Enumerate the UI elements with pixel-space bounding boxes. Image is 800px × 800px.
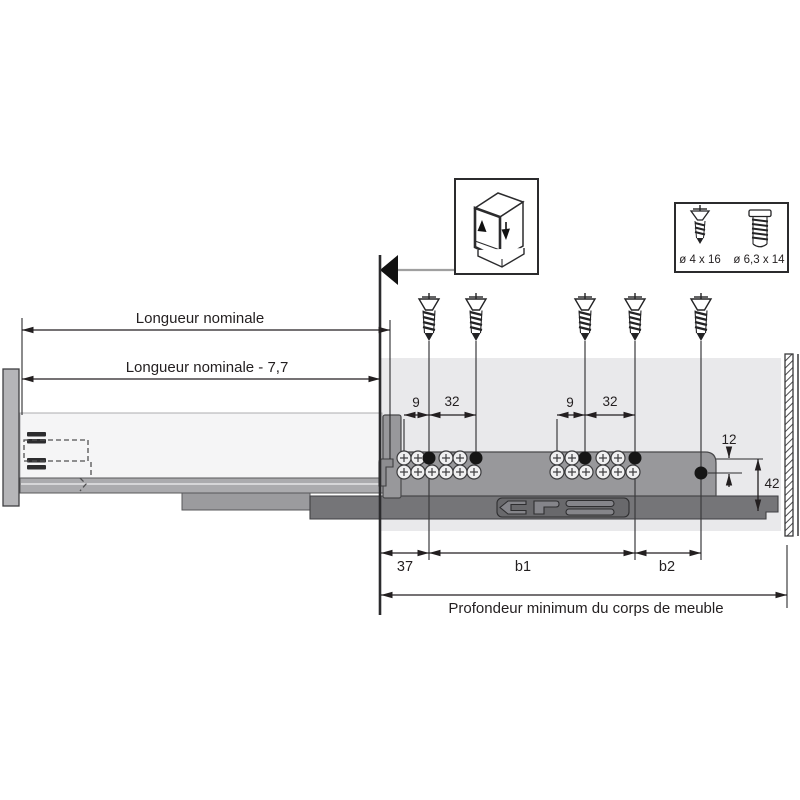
screw-legend-box: ø 4 x 16 ø 6,3 x 14 — [674, 202, 789, 273]
cross-hole-icon — [466, 464, 482, 480]
middle-slide-member — [181, 492, 311, 511]
cross-hole-icon — [549, 464, 565, 480]
front-edge-marker-icon — [380, 255, 398, 285]
dimension-hole-offsets-front: 9 32 — [403, 394, 476, 451]
cross-hole-icon — [595, 450, 611, 466]
dimension-nominal-length-minus: Longueur nominale - 7,7 — [22, 359, 380, 383]
hidden-coupling-outline — [23, 439, 92, 492]
min-depth-label: Profondeur minimum du corps de meuble — [448, 600, 723, 617]
drawer-rail-profile — [19, 477, 394, 494]
cross-hole-icon — [396, 464, 412, 480]
countersunk-screw-label: ø 4 x 16 — [679, 254, 721, 266]
pan-head-screw-icon — [748, 209, 772, 248]
cross-hole-icon — [424, 464, 440, 480]
screw-guide-lines — [428, 341, 702, 560]
pitch-32-label: 32 — [444, 394, 459, 409]
countersunk-screw-icon — [689, 291, 713, 343]
cross-hole-icon — [564, 450, 580, 466]
dim-42-label: 42 — [764, 476, 779, 491]
cross-hole-icon — [438, 450, 454, 466]
cross-hole-icon — [610, 450, 626, 466]
cross-hole-icon — [625, 464, 641, 480]
pitch-32-label: 32 — [602, 394, 617, 409]
countersunk-screw-icon — [689, 205, 711, 244]
countersunk-screw-icon — [623, 291, 647, 343]
dimension-hole-offsets-rear: 9 32 — [556, 394, 635, 451]
fixing-hole-icon — [694, 466, 708, 480]
cabinet-back-panel — [784, 353, 799, 537]
hanging-screws — [417, 291, 713, 343]
mounting-holes — [396, 450, 708, 480]
dimension-min-depth: Profondeur minimum du corps de meuble — [381, 545, 788, 617]
dim-12-label: 12 — [721, 432, 736, 447]
fixing-hole-icon — [422, 451, 436, 465]
cross-hole-icon — [595, 464, 611, 480]
cross-hole-icon — [452, 450, 468, 466]
offset-9-label: 9 — [412, 395, 420, 410]
dimension-slide-height: 42 — [754, 459, 780, 511]
countersunk-screw-icon — [573, 291, 597, 343]
dimension-hole-spans: 37 b1 b2 — [381, 549, 701, 575]
fixing-hole-icon — [628, 451, 642, 465]
cross-hole-icon — [549, 450, 565, 466]
nominal-length-minus-label: Longueur nominale - 7,7 — [126, 359, 289, 376]
drawer-side-panel — [19, 412, 383, 479]
cross-hole-icon — [452, 464, 468, 480]
drawer-front-panel — [2, 368, 20, 507]
cross-hole-icon — [438, 464, 454, 480]
pan-head-screw-label: ø 6,3 x 14 — [733, 254, 785, 266]
dim-b1-label: b1 — [515, 559, 531, 575]
dim-b2-label: b2 — [659, 559, 675, 575]
offset-9-label: 9 — [566, 395, 574, 410]
cross-hole-icon — [578, 464, 594, 480]
countersunk-screw-icon — [417, 291, 441, 343]
fixing-hole-icon — [469, 451, 483, 465]
rail-latch-detail — [496, 497, 630, 518]
dimension-nominal-length: Longueur nominale — [21, 310, 391, 459]
cross-hole-icon — [410, 464, 426, 480]
cross-hole-icon — [610, 464, 626, 480]
fixing-hole-icon — [578, 451, 592, 465]
dim-37-label: 37 — [397, 559, 413, 575]
cabinet-mount-icon — [454, 178, 539, 275]
cross-hole-icon — [564, 464, 580, 480]
cross-hole-icon — [396, 450, 412, 466]
countersunk-screw-icon — [464, 291, 488, 343]
nominal-length-label: Longueur nominale — [136, 310, 264, 327]
